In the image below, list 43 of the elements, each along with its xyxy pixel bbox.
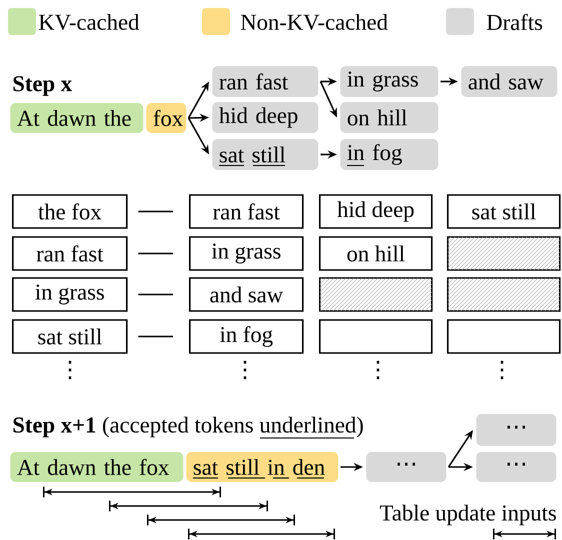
- draft-box: hid deep: [212, 102, 318, 133]
- ellipsis-dots: ⋮: [244, 360, 246, 380]
- table-cell: in fog: [189, 319, 304, 354]
- ellipsis-dots: ⋮: [376, 360, 380, 380]
- legend-label: KV-cached: [38, 14, 140, 30]
- draft-box: in grass: [340, 66, 438, 97]
- ellipsis-dots: ⋮: [68, 360, 72, 380]
- table-cell: the fox: [12, 194, 128, 229]
- draft-box: ran fast: [212, 66, 318, 97]
- table-cell: on hill: [319, 236, 433, 271]
- table-cell: sat still: [12, 319, 128, 354]
- legend-label: Non-KV-cached: [240, 14, 388, 30]
- token-box: At dawn the: [10, 103, 144, 133]
- draft-box: sat still: [212, 139, 318, 170]
- connector-line: [138, 336, 173, 338]
- empty-cell: [319, 319, 433, 354]
- table-cell: ran fast: [12, 236, 128, 271]
- table-cell: in grass: [12, 277, 128, 312]
- legend-label: Drafts: [486, 14, 542, 30]
- table-cell: and saw: [189, 277, 304, 312]
- draft-box: ⋯: [476, 414, 556, 446]
- connector-line: [138, 252, 173, 254]
- empty-cell: [447, 319, 561, 354]
- draft-box: in fog: [340, 139, 438, 170]
- hatched-cell: [319, 277, 433, 312]
- connector-line: [138, 294, 173, 296]
- draft-box: ⋯: [476, 452, 556, 482]
- table-cell: sat still: [447, 194, 561, 229]
- step-heading: Step x+1 (accepted tokens underlined): [13, 416, 363, 439]
- draft-box: ⋯: [366, 452, 446, 482]
- draft-box: on hill: [340, 102, 438, 133]
- table-cell: hid deep: [319, 194, 433, 229]
- table-cell: in grass: [189, 236, 304, 271]
- token-box: fox: [146, 103, 186, 133]
- table-cell: ran fast: [189, 194, 304, 229]
- ellipsis-dots: ⋮: [500, 360, 504, 380]
- draft-box: and saw: [461, 66, 558, 97]
- hatched-cell: [447, 277, 561, 312]
- token-box: At dawn the fox: [10, 452, 184, 482]
- caption-text: Table update inputs: [380, 504, 556, 526]
- hatched-cell: [447, 236, 561, 271]
- token-box: sat still in den: [186, 452, 338, 482]
- connector-line: [138, 210, 173, 212]
